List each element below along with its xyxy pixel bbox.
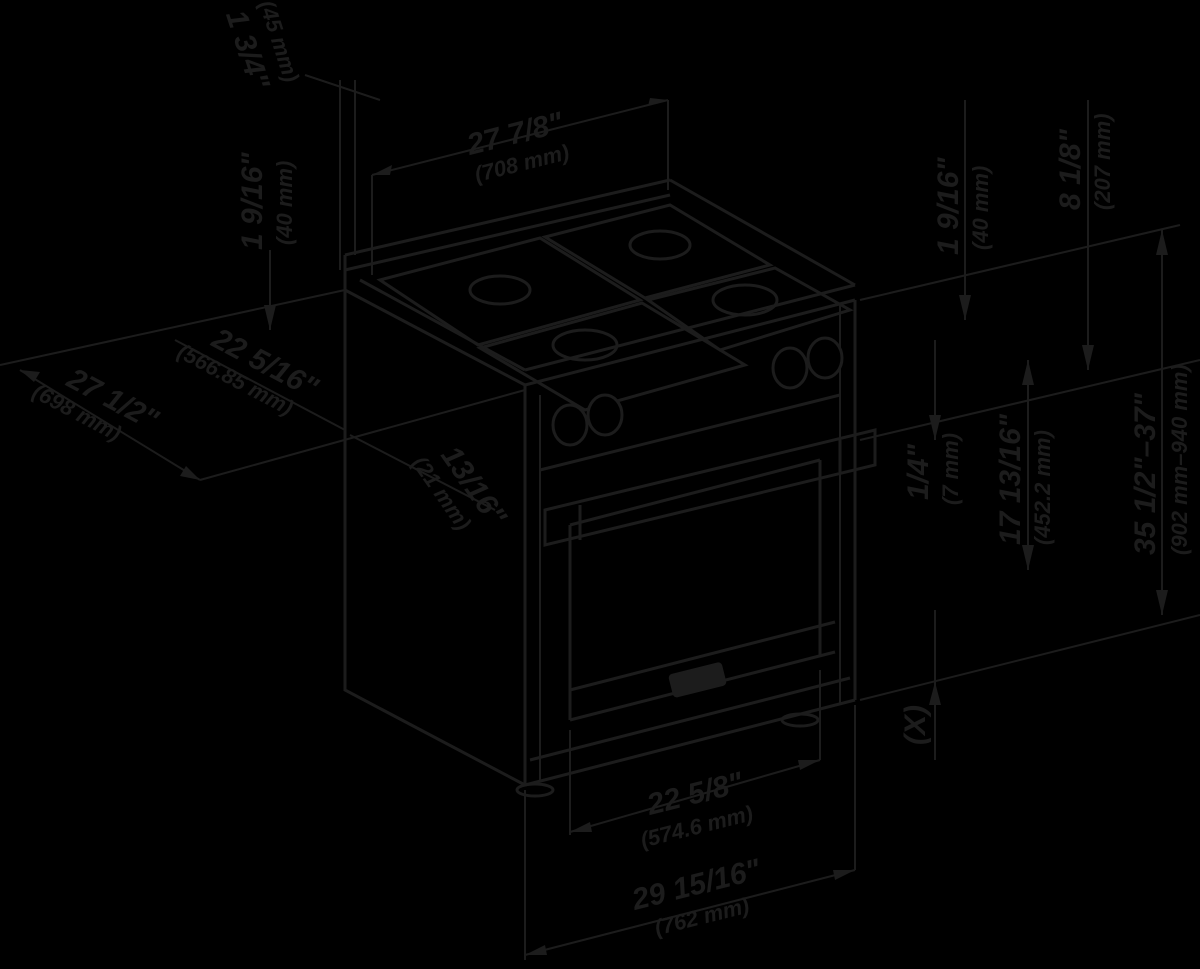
- burner-back-left: [468, 274, 532, 306]
- dim-handle-offset-imperial: 1/4": [902, 443, 935, 500]
- dim-door-height-metric: (452.2 mm): [1030, 430, 1055, 545]
- knob-1: [551, 403, 589, 447]
- dim-rear-height-left-imperial: 1 9/16": [236, 152, 269, 250]
- dim-leg-adjust: (X): [899, 705, 932, 745]
- arrowheads: [20, 98, 1168, 955]
- dim-rear-height-right-metric: (40 mm): [968, 166, 993, 250]
- knob-4: [806, 336, 844, 380]
- control-knobs: [551, 336, 844, 447]
- dim-overall-height-imperial: 35 1/2"–37": [1129, 392, 1162, 555]
- cooktop: [343, 178, 856, 412]
- knob-2: [586, 393, 624, 437]
- dim-handle-offset-metric: (7 mm): [938, 433, 963, 505]
- oven-handle: [543, 428, 877, 547]
- dim-overall-height-metric: (902 mm–940 mm): [1167, 364, 1192, 555]
- burner-front-right: [711, 283, 779, 317]
- dimension-labels: 1 3/4" (45 mm) 1 9/16" (40 mm) 27 7/8" (…: [28, 0, 1192, 940]
- dim-backguard-imperial: 8 1/8": [1054, 128, 1087, 210]
- dim-rear-height-left-metric: (40 mm): [272, 161, 297, 245]
- burner-front-left: [551, 328, 619, 362]
- dimension-lines: [0, 74, 1200, 960]
- burner-back-right: [628, 229, 692, 261]
- knob-3: [771, 346, 809, 390]
- oven-door-badge: [668, 662, 727, 698]
- dim-rear-height-right-imperial: 1 9/16": [932, 157, 965, 255]
- dim-backguard-metric: (207 mm): [1090, 113, 1115, 210]
- burner-grates: [376, 203, 854, 412]
- dim-door-height-imperial: 17 13/16": [994, 413, 1027, 545]
